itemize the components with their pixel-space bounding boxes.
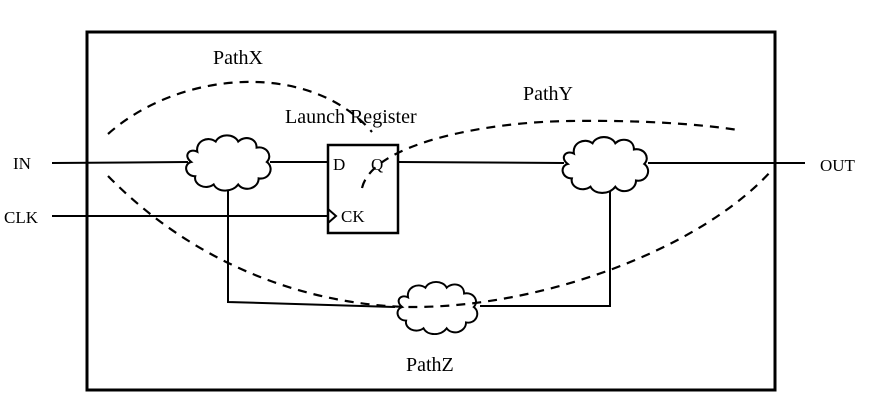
pathz-curve bbox=[107, 169, 773, 309]
pathx-label: PathX bbox=[213, 47, 264, 69]
combinational-cloud-input bbox=[185, 134, 272, 192]
pathy-label: PathY bbox=[523, 83, 573, 105]
pathz-label: PathZ bbox=[406, 354, 454, 376]
register-pin-ck: CK bbox=[341, 207, 365, 226]
port-clk-label: CLK bbox=[4, 208, 39, 227]
wire-cloud1-to-cloud3 bbox=[227, 188, 396, 308]
port-out-label: OUT bbox=[820, 156, 856, 175]
wire-cloud2-to-cloud3 bbox=[480, 190, 611, 307]
register-pin-q: Q bbox=[371, 155, 383, 174]
register-pin-d: D bbox=[333, 155, 345, 174]
wire-in bbox=[51, 161, 189, 164]
wire-q-to-cloud2 bbox=[397, 161, 565, 164]
combinational-cloud-output bbox=[561, 136, 650, 194]
pathy-curve bbox=[360, 119, 739, 189]
port-in-label: IN bbox=[13, 154, 31, 173]
outer-boundary-box bbox=[85, 30, 777, 392]
pathx-curve bbox=[107, 80, 373, 135]
launch-register-label: Launch Register bbox=[285, 106, 417, 128]
clock-edge-triangle bbox=[327, 208, 338, 224]
